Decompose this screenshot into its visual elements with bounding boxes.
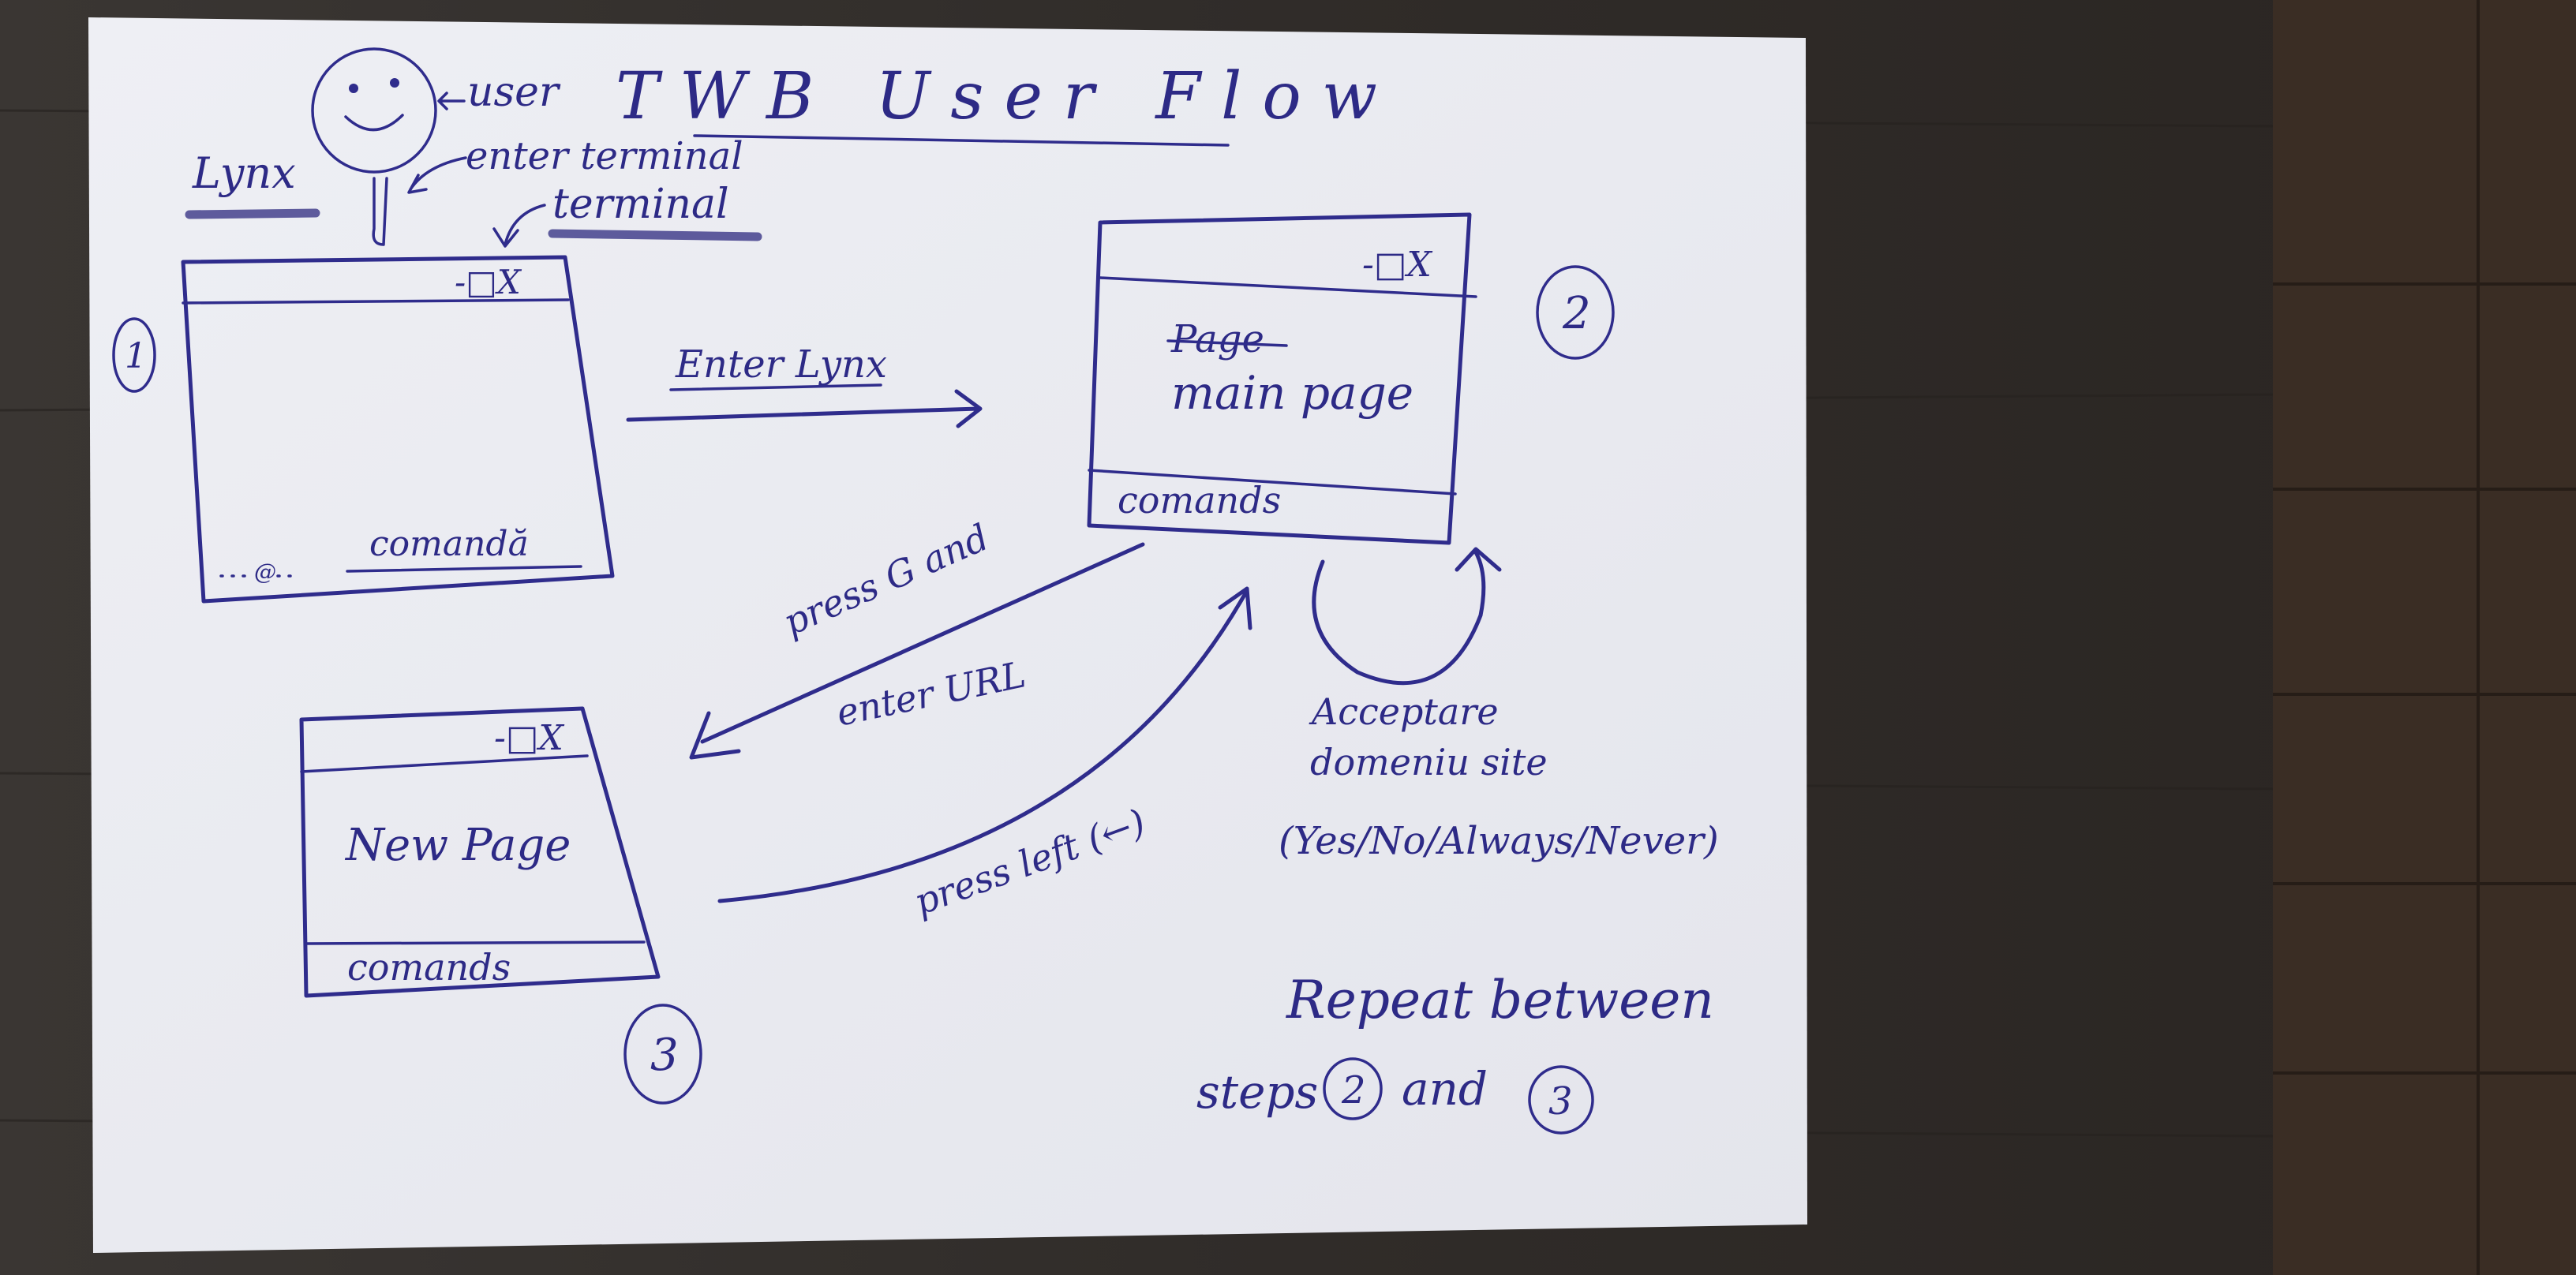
step3-content: New Page	[344, 820, 571, 871]
table-right-panel	[2273, 0, 2576, 1275]
loop-label-line2: domeniu site	[1310, 741, 1548, 783]
loop-arrow	[1312, 547, 1502, 686]
repeat-step-b-circle	[1528, 1065, 1594, 1135]
step1-prompt-symbol: @	[254, 559, 276, 585]
step1-command-label: comandă	[369, 524, 529, 564]
lynx-highlight	[185, 208, 320, 219]
arrow-1-to-2	[626, 389, 983, 428]
floor-boards	[2273, 0, 2576, 1275]
step1-window: -□X @ comandă	[181, 255, 615, 604]
terminal-label: terminal	[552, 181, 729, 228]
step2-content: main page	[1171, 366, 1413, 420]
step3-window-controls: -□X	[494, 718, 564, 758]
repeat-and: and	[1402, 1062, 1488, 1116]
loop-label-line1: Acceptare	[1309, 690, 1499, 733]
arrow-1-to-2-underline	[669, 383, 882, 391]
step3-window: -□X New Page comands	[299, 706, 661, 998]
repeat-steps-prefix: steps	[1196, 1065, 1318, 1119]
step2-window: -□X Page main page comands	[1087, 212, 1477, 545]
loop-options: (Yes/No/Always/Never)	[1279, 819, 1719, 863]
title-underline	[693, 134, 1230, 147]
paper-sheet	[88, 17, 1807, 1253]
terminal-highlight	[548, 229, 762, 241]
arrow-2-to-3	[689, 542, 1145, 760]
user-smiley-icon	[311, 47, 437, 246]
step2-number-badge: 2	[1536, 265, 1615, 360]
lynx-label: Lynx	[192, 148, 296, 198]
user-label: user	[467, 69, 561, 116]
diagram-title: TWB User Flow	[616, 59, 1398, 134]
step3-command-label: comands	[347, 946, 511, 989]
terminal-arrow-icon	[492, 204, 546, 248]
arrow-3-to-2	[717, 586, 1252, 903]
step3-number: 3	[650, 1030, 679, 1081]
step1-window-controls: -□X	[455, 263, 522, 301]
step1-number: 1	[125, 336, 147, 376]
enter-terminal-arrow-icon	[407, 156, 467, 194]
arrow-1-to-2-label: Enter Lynx	[675, 342, 887, 387]
repeat-step-b: 3	[1548, 1079, 1573, 1124]
enter-terminal-label: enter terminal	[466, 134, 743, 178]
repeat-label-line1: Repeat between	[1286, 970, 1714, 1030]
step2-window-controls: -□X	[1362, 245, 1432, 285]
repeat-step-a-circle	[1323, 1057, 1383, 1120]
user-arrow-icon	[437, 92, 466, 110]
step1-number-badge: 1	[112, 317, 156, 393]
step3-number-badge: 3	[623, 1004, 702, 1105]
step2-strikethrough	[1166, 339, 1288, 347]
step1-command-underline	[346, 565, 582, 573]
repeat-step-a: 2	[1341, 1068, 1366, 1112]
step2-number: 2	[1562, 288, 1591, 339]
step2-command-label: comands	[1118, 479, 1281, 522]
step2-struck-text: Page	[1170, 317, 1264, 361]
